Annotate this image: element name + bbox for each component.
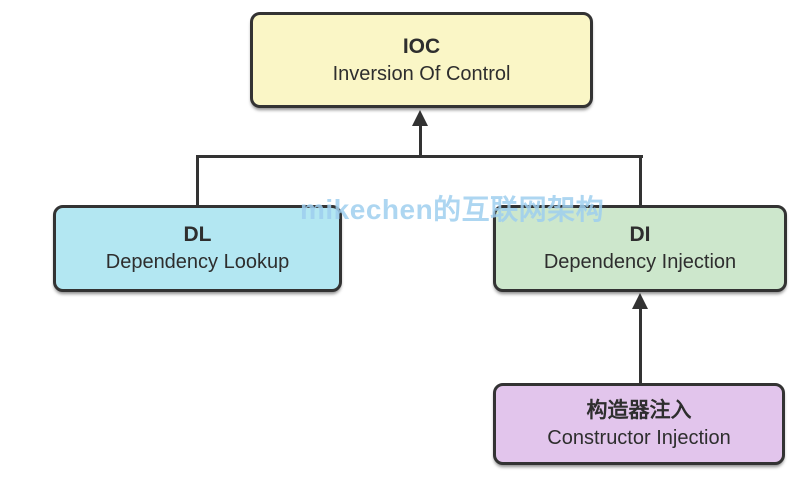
arrow-up-head-icon <box>632 293 648 309</box>
node-ioc: IOC Inversion Of Control <box>250 12 593 108</box>
node-di: DI Dependency Injection <box>493 205 787 292</box>
node-di-title: DI <box>629 223 651 246</box>
node-ioc-title: IOC <box>402 34 441 58</box>
arrow-up-head-icon <box>412 110 428 126</box>
node-di-subtitle: Dependency Injection <box>543 251 737 273</box>
node-constructor-injection: 构造器注入 Constructor Injection <box>493 383 785 465</box>
node-dl-subtitle: Dependency Lookup <box>105 251 290 273</box>
arrow-to-ioc-line <box>419 124 422 157</box>
arrow-to-di-line <box>639 308 642 384</box>
node-dl: DL Dependency Lookup <box>53 205 342 292</box>
node-ci-subtitle: Constructor Injection <box>547 426 731 449</box>
node-ci-title: 构造器注入 <box>586 398 692 422</box>
connector-dl-drop-line <box>196 155 199 207</box>
node-dl-title: DL <box>183 223 212 246</box>
node-ioc-subtitle: Inversion Of Control <box>332 62 511 85</box>
connector-di-drop-line <box>639 155 642 207</box>
